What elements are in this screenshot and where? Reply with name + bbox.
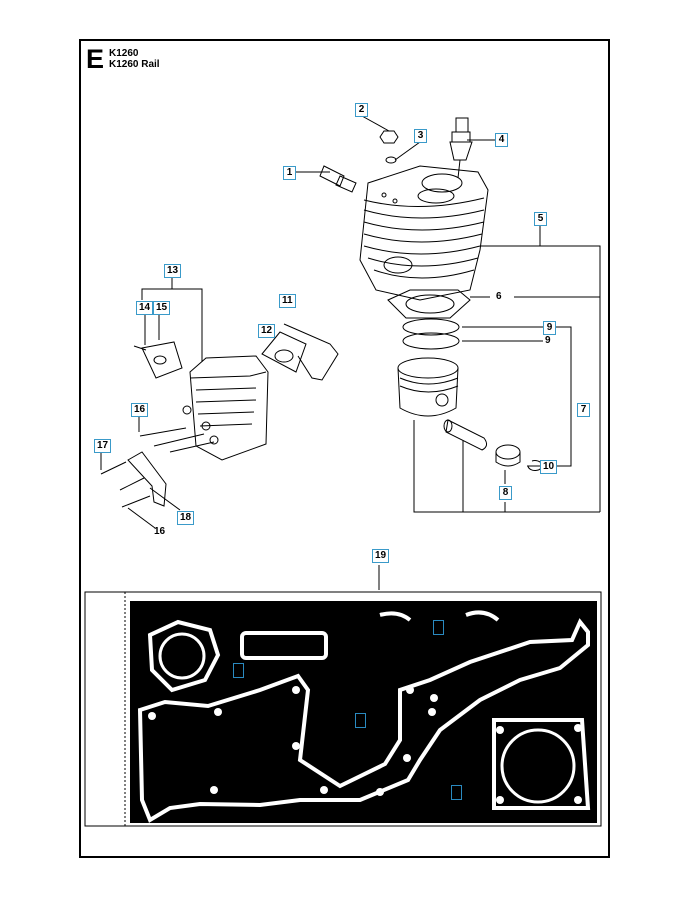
piston-drawing: [397, 357, 459, 417]
leader-13b: [172, 288, 203, 362]
model-name-1: K1260: [109, 48, 139, 59]
bracket-drawing: [127, 451, 167, 507]
callout-16-upper[interactable]: 16: [131, 403, 149, 417]
muffler-gasket-drawing: [261, 331, 307, 373]
callout-14[interactable]: 14: [136, 301, 154, 315]
callout-9-lower[interactable]: 9: [545, 335, 551, 346]
gasket-ring-2: [465, 610, 500, 622]
nut-drawing: [379, 130, 399, 144]
model-name-2: K1260 Rail: [109, 59, 160, 70]
callout-9-upper[interactable]: 9: [543, 321, 556, 335]
ref-marker-4: [451, 785, 462, 800]
washer-drawing: [385, 156, 397, 164]
callout-1[interactable]: 1: [283, 166, 296, 180]
callout-8[interactable]: 8: [499, 486, 512, 500]
muffler-plate-drawing: [141, 341, 183, 379]
screw-6: [121, 495, 151, 508]
callout-10[interactable]: 10: [540, 460, 558, 474]
ref-marker-2: [233, 663, 244, 678]
spark-plug-drawing: [449, 117, 473, 179]
gudgeon-pin-drawing: [443, 419, 488, 451]
gasket-crankcase: [137, 618, 590, 823]
leader-2: [361, 115, 390, 132]
gasket-ring-1: [379, 611, 412, 622]
ref-marker-3: [355, 713, 366, 728]
callout-18[interactable]: 18: [177, 511, 195, 525]
gasket-sheet: [130, 601, 597, 823]
leader-7: [556, 326, 572, 467]
leader-13a: [141, 276, 173, 300]
callout-6[interactable]: 6: [496, 291, 502, 302]
callout-19[interactable]: 19: [372, 549, 390, 563]
gasket-cylinder-base: [492, 718, 591, 810]
screw-3: [169, 441, 215, 453]
leader-3: [394, 141, 421, 161]
gasket-intake: [240, 631, 328, 660]
screw-5: [119, 477, 145, 491]
ref-marker-1: [433, 620, 444, 635]
screw-4: [100, 461, 127, 475]
leader-16b: [127, 507, 156, 529]
piston-ring-1: [402, 318, 460, 336]
callout-5[interactable]: 5: [534, 212, 547, 226]
cooling-plate-drawing: [283, 323, 339, 381]
cylinder-drawing: [359, 165, 489, 301]
gasket-muffler-flange: [147, 619, 221, 693]
callout-2[interactable]: 2: [355, 103, 368, 117]
screw-2: [153, 433, 205, 447]
diagram-frame: [79, 39, 610, 858]
callout-17[interactable]: 17: [94, 439, 112, 453]
leader-5a: [480, 226, 541, 247]
callout-4[interactable]: 4: [495, 133, 508, 147]
decompression-valve-drawing: [319, 165, 357, 193]
bracket-bottom: [413, 420, 600, 513]
gasket-kit-panel-border: [84, 591, 602, 827]
base-gasket-drawing: [387, 289, 471, 319]
screw-1: [139, 427, 187, 437]
callout-16-lower[interactable]: 16: [154, 526, 166, 537]
muffler-drawing: [182, 355, 269, 461]
callout-15[interactable]: 15: [153, 301, 171, 315]
callout-3[interactable]: 3: [414, 129, 427, 143]
section-letter: E: [86, 44, 105, 74]
piston-ring-2: [402, 332, 460, 350]
callout-13[interactable]: 13: [164, 264, 182, 278]
callout-7[interactable]: 7: [577, 403, 590, 417]
needle-bearing-drawing: [495, 444, 521, 467]
callout-12[interactable]: 12: [258, 324, 276, 338]
leader-5b: [540, 245, 601, 512]
callout-11[interactable]: 11: [279, 294, 296, 308]
